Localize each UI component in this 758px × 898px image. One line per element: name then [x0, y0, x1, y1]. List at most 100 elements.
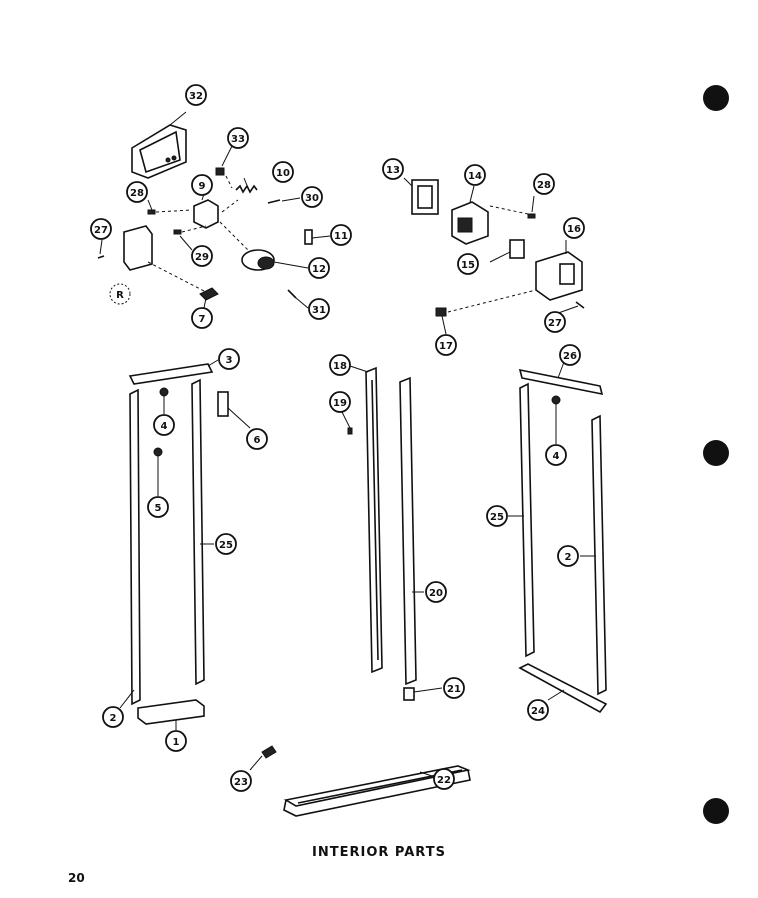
svg-text:12: 12 [312, 264, 326, 275]
callout-31: 31 [308, 298, 330, 320]
part-20-strip [399, 376, 417, 686]
callout-17: 17 [435, 334, 457, 356]
part-28-screw-right [527, 213, 536, 219]
callout-9: 9 [191, 174, 213, 196]
part-5-fastener [153, 447, 163, 457]
svg-text:6: 6 [254, 435, 261, 446]
svg-text:26: 26 [563, 351, 577, 362]
callout-r: R [109, 283, 131, 305]
callout-16: 16 [563, 217, 585, 239]
part-4-fastener-right [551, 395, 561, 405]
callout-6: 6 [246, 428, 268, 450]
callout-21: 21 [443, 677, 465, 699]
svg-text:2: 2 [110, 713, 117, 724]
callout-19: 19 [329, 391, 351, 413]
svg-text:27: 27 [548, 318, 562, 329]
svg-text:3: 3 [226, 355, 233, 366]
svg-text:32: 32 [189, 91, 203, 102]
part-31-screw [287, 289, 297, 299]
callout-1: 1 [165, 730, 187, 752]
svg-text:R: R [116, 290, 124, 301]
svg-text:13: 13 [386, 165, 400, 176]
callout-25-right: 25 [486, 505, 508, 527]
part-16-light-housing [535, 251, 583, 301]
svg-text:21: 21 [447, 684, 461, 695]
svg-text:33: 33 [231, 134, 245, 145]
part-33-clip [215, 167, 225, 176]
callout-15: 15 [457, 253, 479, 275]
callout-2-right: 2 [557, 545, 579, 567]
dashed-leaders-left [147, 175, 251, 293]
callout-30: 30 [301, 186, 323, 208]
callout-27-right: 27 [544, 311, 566, 333]
svg-text:30: 30 [305, 193, 319, 204]
dashed-leaders-right [447, 205, 537, 313]
diagram-caption: INTERIOR PARTS [312, 845, 446, 860]
part-13-lens [411, 179, 439, 215]
part-17-clip [435, 307, 447, 317]
part-18-divider-strip [365, 366, 383, 674]
part-2-left-side-trim [129, 388, 141, 706]
part-6-bracket [217, 391, 229, 417]
part-29-screw [173, 229, 182, 235]
callout-7: 7 [191, 307, 213, 329]
punch-hole-top [703, 85, 729, 111]
part-11-sleeve [304, 229, 313, 245]
part-12-socket [241, 249, 275, 271]
svg-text:2: 2 [565, 552, 572, 563]
page-number: 20 [68, 871, 85, 885]
callout-25-left: 25 [215, 533, 237, 555]
svg-text:15: 15 [461, 260, 475, 271]
callout-23: 23 [230, 770, 252, 792]
svg-text:4: 4 [553, 451, 560, 462]
part-27-screw-right [575, 301, 585, 309]
callout-3: 3 [218, 348, 240, 370]
svg-text:17: 17 [439, 341, 453, 352]
svg-text:18: 18 [333, 361, 347, 372]
callout-5: 5 [147, 496, 169, 518]
callout-24: 24 [527, 699, 549, 721]
svg-text:5: 5 [155, 503, 162, 514]
callout-22: 22 [433, 768, 455, 790]
svg-text:1: 1 [173, 737, 180, 748]
svg-text:24: 24 [531, 706, 545, 717]
punch-hole-middle [703, 440, 729, 466]
part-27-screw-left [97, 255, 105, 259]
part-28-screw-left [147, 209, 156, 215]
part-25-left-center-trim [191, 378, 205, 686]
part-10-spring [235, 184, 258, 194]
svg-text:7: 7 [199, 314, 206, 325]
callout-2-left: 2 [102, 706, 124, 728]
svg-text:10: 10 [276, 168, 290, 179]
callout-26: 26 [559, 344, 581, 366]
svg-text:25: 25 [219, 540, 233, 551]
callout-4-right: 4 [545, 444, 567, 466]
part-light-housing-left [123, 225, 153, 271]
svg-text:28: 28 [130, 188, 144, 199]
part-4-fastener-left [159, 387, 169, 397]
part-7-clip [199, 287, 219, 301]
part-19-screw [347, 427, 353, 435]
svg-text:28: 28 [537, 180, 551, 191]
callout-13: 13 [382, 158, 404, 180]
callout-14: 14 [464, 164, 486, 186]
part-23-clip [261, 745, 277, 759]
part-21-clip [403, 687, 415, 701]
part-14-control [451, 201, 489, 245]
callout-32: 32 [185, 84, 207, 106]
svg-text:19: 19 [333, 398, 347, 409]
svg-text:20: 20 [429, 588, 443, 599]
svg-text:23: 23 [234, 777, 248, 788]
svg-text:9: 9 [199, 181, 206, 192]
part-25-right-trim [519, 382, 535, 658]
part-32-cover [131, 124, 187, 179]
svg-text:22: 22 [437, 775, 451, 786]
part-30-screw [267, 199, 281, 204]
svg-text:11: 11 [334, 231, 348, 242]
part-2-right-side-trim [591, 414, 607, 696]
svg-text:4: 4 [161, 421, 168, 432]
callout-12: 12 [308, 257, 330, 279]
svg-text:31: 31 [312, 305, 326, 316]
svg-text:25: 25 [490, 512, 504, 523]
part-9-switch-bracket [193, 199, 219, 229]
